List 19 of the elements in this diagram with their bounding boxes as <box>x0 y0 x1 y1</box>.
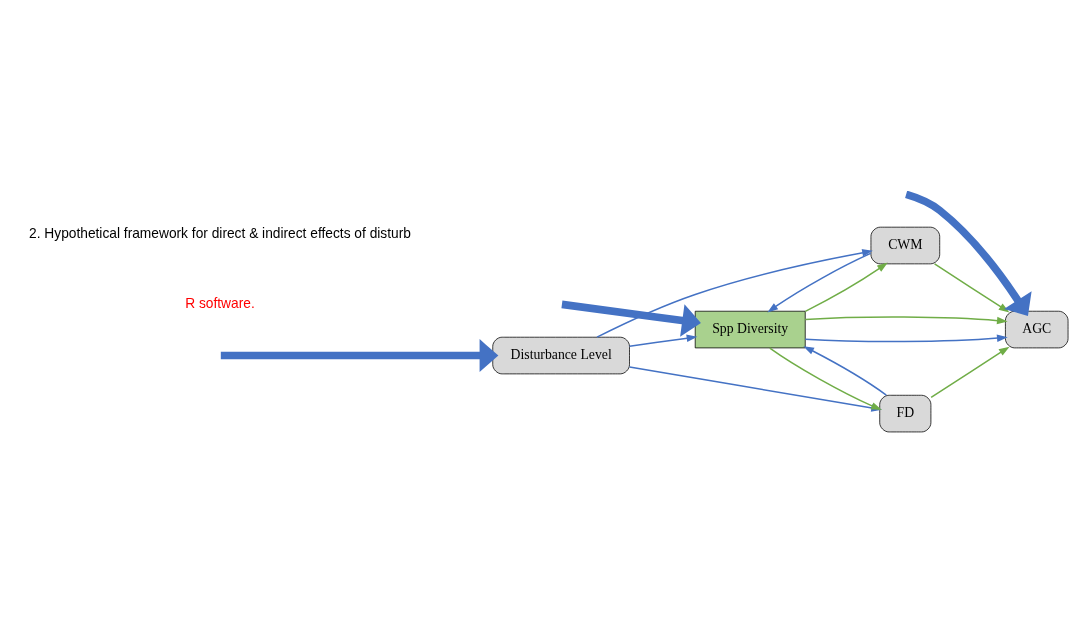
label: R software. <box>185 295 255 311</box>
arrow <box>803 346 888 396</box>
node-box: FD <box>879 394 932 433</box>
node-box: Spp Diversity <box>694 310 806 349</box>
arrow <box>933 263 1010 313</box>
arrow <box>220 339 499 372</box>
arrow <box>804 262 888 313</box>
arrow <box>905 191 1032 316</box>
arrow <box>804 334 1008 343</box>
label: 2. Hypothetical framework for direct & indirect effects of disturb <box>29 226 411 242</box>
arrow <box>596 249 873 338</box>
node-box: AGC <box>1005 310 1069 349</box>
arrow <box>561 300 701 337</box>
node-box: Disturbance Level <box>492 336 630 375</box>
arrow <box>628 334 698 347</box>
arrow <box>930 346 1010 399</box>
arrow <box>767 252 872 313</box>
arrow <box>804 316 1008 325</box>
node-box: CWM <box>870 226 941 265</box>
